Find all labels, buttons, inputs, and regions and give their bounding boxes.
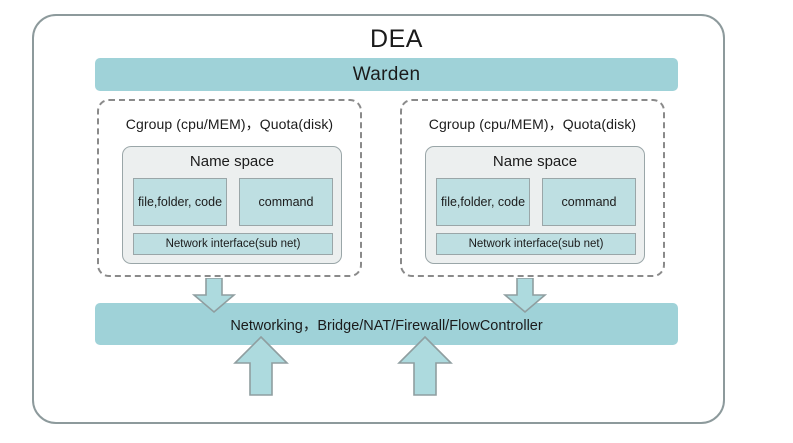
namespace-title-right: Name space <box>492 153 578 170</box>
arrow-up-icon-right <box>397 336 453 396</box>
page-title: DEA <box>370 25 423 53</box>
warden-label: Warden <box>352 63 421 85</box>
namespace-panel-right: Name space file,folder, code command Net… <box>425 146 645 264</box>
arrow-down-icon-left <box>192 278 236 314</box>
namespace-box-file-left: file,folder, code <box>133 178 227 226</box>
cgroup-label-right: Cgroup (cpu/MEM)，Quota(disk) <box>428 116 637 132</box>
networking-layer: Networking，Bridge/NAT/Firewall/FlowContr… <box>95 303 678 345</box>
namespace-box-command-right: command <box>542 178 636 226</box>
cgroup-container-left: Cgroup (cpu/MEM)，Quota(disk) Name space … <box>97 99 362 277</box>
networking-label: Networking，Bridge/NAT/Firewall/FlowContr… <box>230 317 543 334</box>
network-interface-box-left: Network interface(sub net) <box>133 233 333 255</box>
namespace-box-file-right: file,folder, code <box>436 178 530 226</box>
namespace-title-left: Name space <box>189 153 275 170</box>
cgroup-container-right: Cgroup (cpu/MEM)，Quota(disk) Name space … <box>400 99 665 277</box>
cgroup-label-left: Cgroup (cpu/MEM)，Quota(disk) <box>125 116 334 132</box>
namespace-box-command-left: command <box>239 178 333 226</box>
arrow-up-icon-left <box>233 336 289 396</box>
network-interface-box-right: Network interface(sub net) <box>436 233 636 255</box>
namespace-panel-left: Name space file,folder, code command Net… <box>122 146 342 264</box>
warden-layer: Warden <box>95 58 678 91</box>
arrow-down-icon-right <box>503 278 547 314</box>
